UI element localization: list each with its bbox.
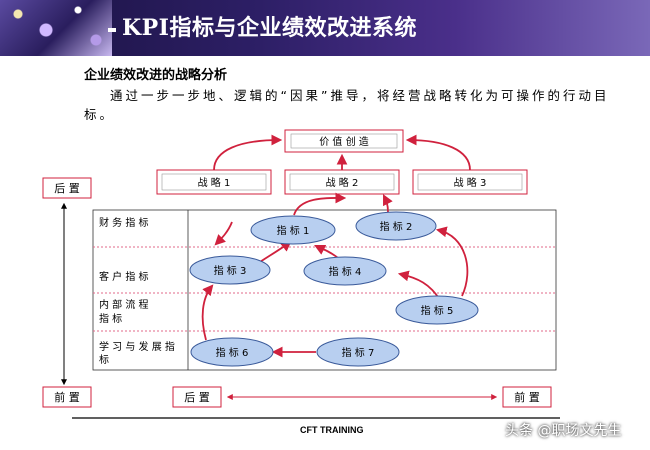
strategy-box-1: 战 略 1: [157, 170, 271, 194]
indicator-label-7: 指 标 7: [342, 346, 375, 359]
arrow-strategy1-to-value: [214, 140, 280, 170]
arrow-strategy3-to-value: [408, 140, 470, 170]
lead-label-left: 前 置: [54, 390, 80, 404]
indicator-label-6: 指 标 6: [216, 346, 249, 359]
lag-label-left: 后 置: [54, 182, 80, 195]
indicator-7: 指 标 7: [317, 338, 399, 366]
lead-box-left: 前 置: [43, 387, 91, 407]
lead-label-bottom: 前 置: [514, 390, 540, 404]
indicator-label-3: 指 标 3: [214, 264, 247, 277]
row-label-customer: 客 户 指 标: [99, 270, 149, 283]
lag-box-bottom: 后 置: [173, 387, 221, 407]
lag-label-bottom: 后 置: [184, 391, 210, 404]
arrow-ind5-to-ind2: [438, 230, 467, 296]
indicator-4: 指 标 4: [304, 257, 386, 285]
lag-box-left: 后 置: [43, 178, 91, 198]
indicator-label-5: 指 标 5: [421, 304, 454, 317]
strategy-box-3: 战 略 3: [413, 170, 527, 194]
indicator-2: 指 标 2: [356, 212, 436, 240]
strategy-label-2: 战 略 2: [326, 176, 359, 189]
watermark: 头条 @职场文先生: [505, 420, 621, 440]
value-creation-box: 价 值 创 造: [285, 130, 403, 152]
row-label-finance: 财 务 指 标: [99, 216, 149, 229]
row-label-learning: 学 习 与 发 展 指 标: [99, 340, 178, 366]
arrow-ind4-to-ind1: [316, 246, 338, 258]
arrow-ind6-to-ind3: [203, 286, 212, 340]
indicator-6: 指 标 6: [191, 338, 273, 366]
value-creation-label: 价 值 创 造: [319, 135, 369, 148]
indicator-5: 指 标 5: [396, 296, 478, 324]
row-label-process: 内 部 流 程 指 标: [99, 298, 152, 325]
arrow-ind1-to-strategy2: [294, 198, 344, 215]
indicator-label-2: 指 标 2: [380, 220, 413, 233]
indicator-label-1: 指 标 1: [277, 224, 310, 237]
lead-box-bottom: 前 置: [503, 387, 551, 407]
cft-training-label: CFT TRAINING: [300, 425, 364, 435]
strategy-label-3: 战 略 3: [454, 176, 487, 189]
arrow-ind1-to-ind3: [216, 222, 232, 244]
strategy-label-1: 战 略 1: [198, 176, 231, 189]
strategy-box-2: 战 略 2: [285, 170, 399, 194]
indicator-3: 指 标 3: [190, 256, 270, 284]
indicator-1: 指 标 1: [251, 216, 335, 244]
indicator-label-4: 指 标 4: [329, 265, 362, 278]
